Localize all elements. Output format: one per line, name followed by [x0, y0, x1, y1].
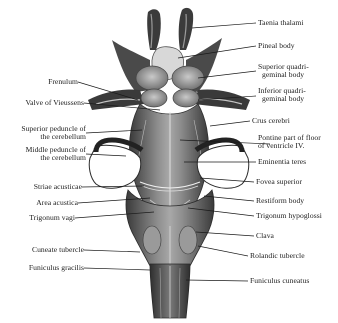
label-area-acustica: Area acustica — [36, 199, 78, 207]
label-crus-cerebri: Crus cerebri — [252, 117, 290, 125]
label-frenulum: Frenulum — [48, 78, 78, 86]
label-inferior-quadrigeminal-2: geminal body — [262, 95, 304, 103]
label-clava: Clava — [256, 232, 274, 240]
label-eminentia-teres: Eminentia teres — [258, 158, 306, 166]
label-fovea-superior: Fovea superior — [256, 178, 302, 186]
label-funiculus-gracilis: Funiculus gracilis — [29, 264, 84, 272]
label-trigonum-vagi: Trigonum vagi — [29, 214, 75, 222]
label-rolandic-tubercle: Rolandic tubercle — [250, 252, 305, 260]
label-middle-peduncle-2: the cerebellum — [40, 154, 86, 162]
label-pontine-part-2: of ventricle IV. — [258, 142, 304, 150]
label-restiform-body: Restiform body — [256, 197, 304, 205]
label-valve-of-vieussens: Valve of Vieussens — [25, 99, 84, 107]
label-funiculus-cuneatus: Funiculus cuneatus — [250, 277, 309, 285]
spinal-cord — [150, 264, 190, 318]
label-superior-quadrigeminal-2: geminal body — [262, 71, 304, 79]
label-superior-peduncle-2: the cerebellum — [40, 133, 86, 141]
label-cuneate-tubercle: Cuneate tubercle — [32, 246, 84, 254]
taenia-thalami-stalks — [147, 8, 193, 50]
label-pineal-body: Pineal body — [258, 42, 295, 50]
label-trigonum-hypoglossi: Trigonum hypoglossi — [256, 212, 322, 220]
label-striae-acusticae: Striae acusticae — [34, 183, 82, 191]
label-taenia-thalami: Taenia thalami — [258, 19, 304, 27]
